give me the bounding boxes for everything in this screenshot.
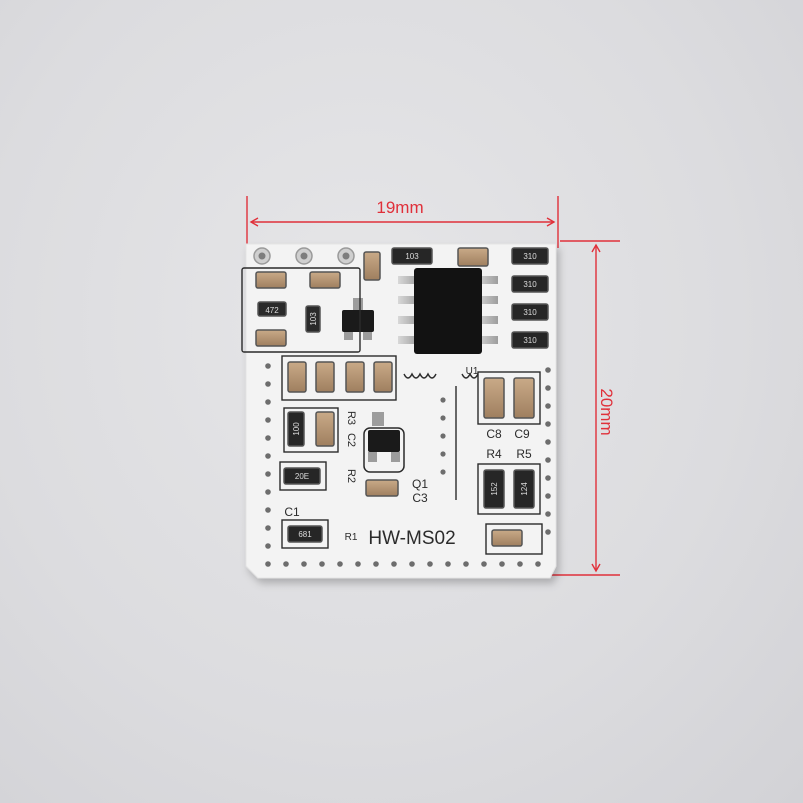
resistor-top-center bbox=[391, 247, 433, 265]
marking-100: 100 bbox=[292, 422, 301, 436]
ic-chip bbox=[398, 268, 498, 354]
label-r5: R5 bbox=[516, 447, 532, 461]
transistor-q1 bbox=[363, 412, 405, 473]
label-r2: R2 bbox=[345, 469, 357, 483]
label-c8: C8 bbox=[486, 427, 502, 441]
right-pin-holes bbox=[545, 367, 551, 535]
width-dimension bbox=[246, 196, 559, 248]
marking-124: 124 bbox=[520, 482, 529, 496]
marking-103-a: 103 bbox=[405, 252, 419, 261]
label-u1: U1 bbox=[466, 366, 479, 377]
label-c1: C1 bbox=[284, 505, 300, 519]
marking-310-d: 310 bbox=[523, 336, 537, 345]
marking-681: 681 bbox=[298, 530, 312, 539]
bottom-pin-holes bbox=[265, 561, 541, 567]
smd-components-middle bbox=[283, 361, 535, 547]
label-r3: R3 bbox=[345, 411, 357, 425]
marking-310-c: 310 bbox=[523, 308, 537, 317]
transistor-top bbox=[342, 298, 374, 340]
inner-pin-holes bbox=[440, 397, 446, 475]
label-r4: R4 bbox=[486, 447, 502, 461]
label-c9: C9 bbox=[514, 427, 530, 441]
height-dimension bbox=[545, 240, 620, 576]
marking-152: 152 bbox=[490, 482, 499, 496]
board-model-label: HW-MS02 bbox=[368, 528, 455, 549]
left-pin-holes bbox=[265, 363, 271, 549]
silkscreen bbox=[241, 267, 543, 555]
marking-20e: 20E bbox=[295, 472, 309, 481]
top-pads bbox=[253, 247, 355, 265]
marking-310-a: 310 bbox=[523, 252, 537, 261]
capacitor-top-right bbox=[457, 247, 489, 267]
smd-components-left bbox=[255, 251, 381, 347]
label-c2: C2 bbox=[345, 433, 357, 447]
width-dimension-label: 19mm bbox=[376, 198, 423, 217]
smd-components-right bbox=[511, 247, 549, 349]
height-dimension-label: 20mm bbox=[597, 388, 616, 435]
marking-472: 472 bbox=[265, 306, 279, 315]
marking-310-b: 310 bbox=[523, 280, 537, 289]
label-r1: R1 bbox=[345, 532, 358, 543]
label-q1: Q1 bbox=[412, 477, 428, 491]
label-c3: C3 bbox=[412, 491, 428, 505]
marking-103-b: 103 bbox=[309, 312, 318, 326]
